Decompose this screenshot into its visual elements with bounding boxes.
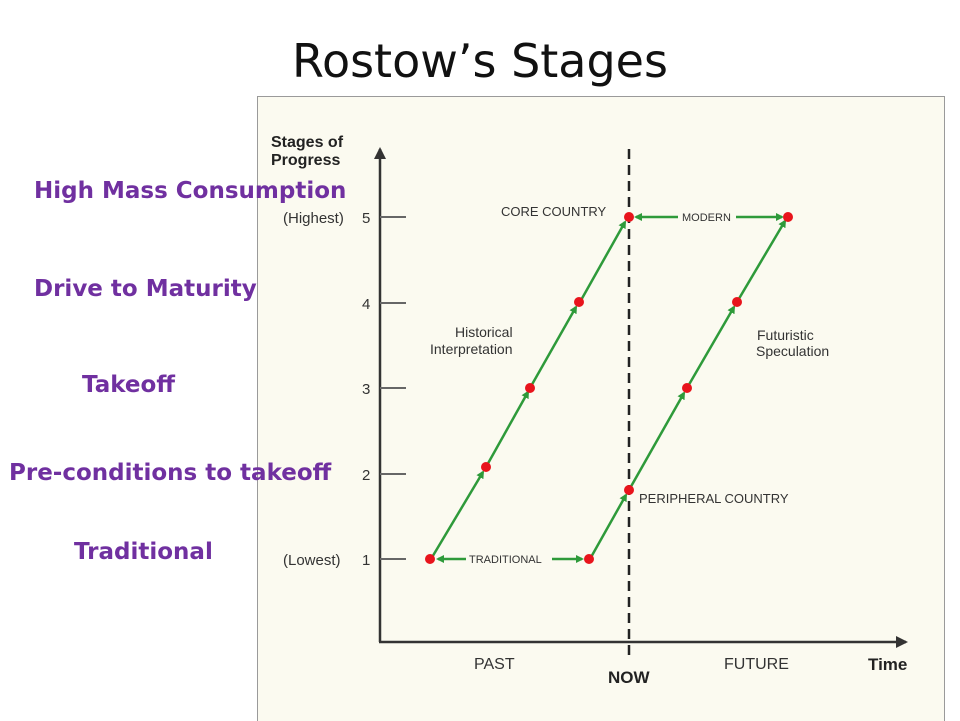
slide-title: Rostow’s Stages bbox=[292, 34, 668, 88]
stage-label-high-mass-consumption: High Mass Consumption bbox=[34, 178, 347, 204]
x-label-now: NOW bbox=[608, 668, 651, 687]
historical-label-2: Interpretation bbox=[430, 341, 513, 357]
peripheral-point-4 bbox=[732, 297, 742, 307]
peripheral-point-2 bbox=[624, 485, 634, 495]
y-tick-label-lowest: (Lowest) bbox=[283, 552, 341, 569]
core-arrow-1 bbox=[429, 470, 485, 560]
peripheral-arrow-1 bbox=[588, 493, 628, 560]
y-tick-label-5: 5 bbox=[362, 210, 370, 227]
x-axis-title: Time bbox=[868, 655, 907, 674]
peripheral-point-3 bbox=[682, 383, 692, 393]
core-point-3 bbox=[525, 383, 535, 393]
peripheral-arrow-4 bbox=[735, 219, 787, 303]
y-tick-label-4: 4 bbox=[362, 296, 370, 313]
y-tick-label-highest: (Highest) bbox=[283, 210, 344, 227]
y-axis-title-line2: Progress bbox=[271, 152, 340, 169]
stage-label-traditional: Traditional bbox=[74, 539, 213, 565]
modern-label: MODERN bbox=[682, 212, 731, 224]
futuristic-label-2: Speculation bbox=[756, 343, 829, 359]
historical-label-1: Historical bbox=[455, 324, 513, 340]
traditional-label: TRADITIONAL bbox=[469, 554, 542, 566]
futuristic-label-1: Futuristic bbox=[757, 327, 814, 343]
core-point-5 bbox=[624, 212, 634, 222]
stage-label-takeoff: Takeoff bbox=[82, 372, 175, 398]
y-tick-label-3: 3 bbox=[362, 381, 370, 398]
peripheral-arrow-2 bbox=[627, 391, 686, 491]
core-point-4 bbox=[574, 297, 584, 307]
stage-label-preconditions: Pre-conditions to takeoff bbox=[9, 460, 332, 486]
peripheral-country-label: PERIPHERAL COUNTRY bbox=[639, 491, 789, 506]
y-tick-label-2: 2 bbox=[362, 467, 370, 484]
x-label-past: PAST bbox=[474, 656, 515, 673]
core-arrow-4 bbox=[578, 220, 627, 303]
core-arrow-3 bbox=[528, 305, 578, 389]
core-arrow-2 bbox=[484, 390, 530, 468]
core-point-2 bbox=[481, 462, 491, 472]
x-label-future: FUTURE bbox=[724, 656, 789, 673]
rostow-diagram: Stages of Progress (Highest) 5 4 3 2 (Lo… bbox=[257, 96, 945, 721]
diagram-canvas: Stages of Progress (Highest) 5 4 3 2 (Lo… bbox=[271, 134, 908, 687]
peripheral-point-1 bbox=[584, 554, 594, 564]
peripheral-point-5 bbox=[783, 212, 793, 222]
core-point-1 bbox=[425, 554, 435, 564]
y-axis-title-line1: Stages of bbox=[271, 134, 344, 151]
y-tick-label-1: 1 bbox=[362, 552, 370, 569]
core-country-label: CORE COUNTRY bbox=[501, 204, 607, 219]
peripheral-arrow-3 bbox=[685, 305, 736, 389]
stage-label-drive-to-maturity: Drive to Maturity bbox=[34, 276, 257, 302]
